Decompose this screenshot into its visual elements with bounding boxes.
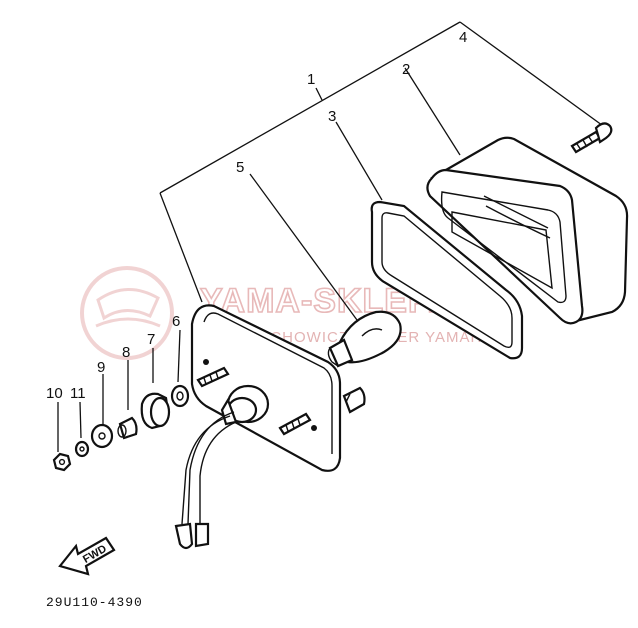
callout-7: 7 <box>147 331 155 348</box>
leader-lines <box>57 21 607 452</box>
washer-6 <box>170 384 190 408</box>
washer-9 <box>90 423 114 449</box>
forward-label: FWD <box>81 543 109 566</box>
callout-labels: 1 2 3 4 5 6 7 8 9 11 10 <box>46 29 467 402</box>
collar-8 <box>117 416 138 440</box>
lens-housing <box>426 136 629 325</box>
nut-10 <box>52 452 72 472</box>
screw <box>570 122 613 154</box>
washer-11 <box>74 440 90 458</box>
callout-10: 10 <box>46 385 63 402</box>
bulb <box>327 310 402 368</box>
callout-11: 11 <box>70 385 86 402</box>
base-plate <box>190 304 366 472</box>
diagram-code: 29U110-4390 <box>46 595 143 610</box>
forward-arrow: FWD <box>58 536 116 576</box>
socket-and-wires <box>174 384 270 550</box>
callout-8: 8 <box>122 344 130 361</box>
watermark-logo <box>80 266 174 360</box>
plate-studs <box>196 366 312 436</box>
callout-1: 1 <box>307 71 315 88</box>
callout-3: 3 <box>328 108 336 125</box>
lens-gasket <box>370 200 524 360</box>
callout-9: 9 <box>97 359 105 376</box>
grommet-7 <box>140 392 171 430</box>
callout-4: 4 <box>459 29 467 46</box>
callout-5: 5 <box>236 159 244 176</box>
callout-2: 2 <box>402 61 410 78</box>
callout-6: 6 <box>172 313 180 330</box>
